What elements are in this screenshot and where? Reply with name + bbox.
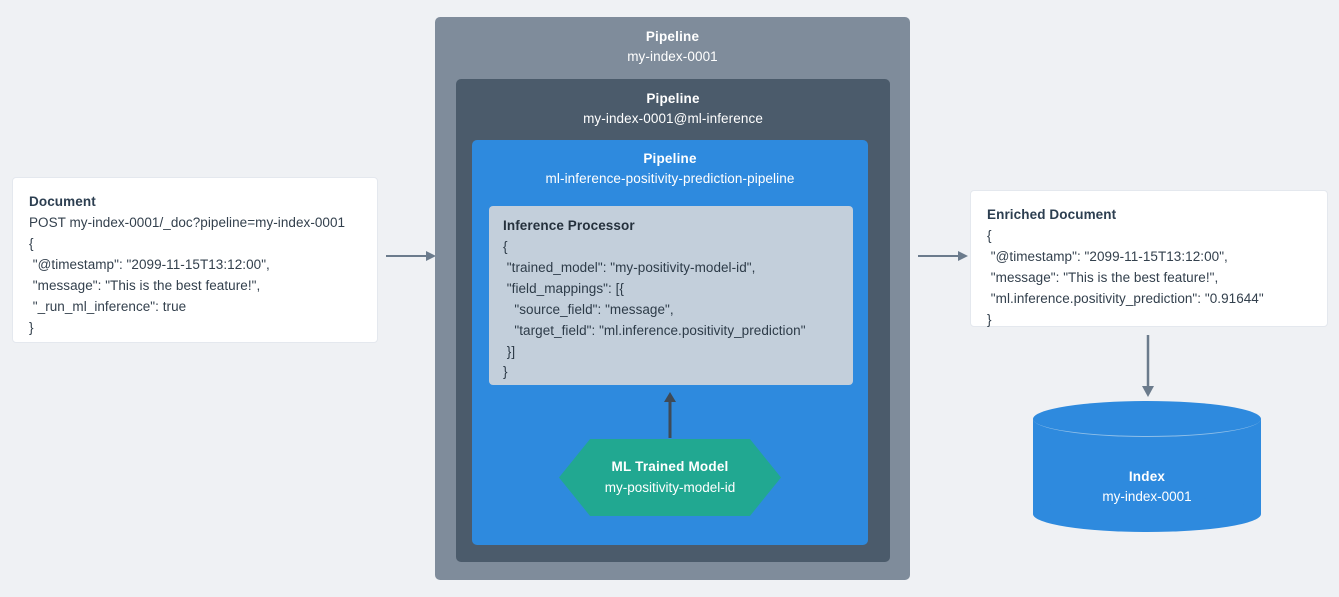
arrow-model-to-processor — [661, 392, 679, 438]
enriched-document-line-1: "@timestamp": "2099-11-15T13:12:00", — [987, 248, 1228, 264]
source-document-line-4: "_run_ml_inference": true — [29, 298, 187, 314]
inference-processor-line-1: "trained_model": "my-positivity-model-id… — [503, 259, 756, 275]
enriched-document-card: Enriched Document { "@timestamp": "2099-… — [970, 190, 1328, 327]
source-document-line-3: "message": "This is the best feature!", — [29, 277, 261, 293]
source-document-line-1: { — [29, 235, 34, 251]
enriched-document-title: Enriched Document — [987, 207, 1117, 222]
inference-processor-line-0: { — [503, 238, 508, 254]
source-document-title: Document — [29, 194, 96, 209]
index-name: my-index-0001 — [1102, 489, 1192, 505]
inference-processor-line-4: "target_field": "ml.inference.positivity… — [503, 322, 806, 338]
inference-processor-line-6: } — [503, 364, 508, 380]
inference-processor-title: Inference Processor — [503, 218, 635, 233]
enriched-document-line-2: "message": "This is the best feature!", — [987, 269, 1219, 285]
inference-processor-line-5: }] — [503, 343, 516, 359]
source-document-line-0: POST my-index-0001/_doc?pipeline=my-inde… — [29, 214, 346, 230]
enriched-document-line-0: { — [987, 227, 992, 243]
pipeline-outer-name: my-index-0001 — [627, 49, 718, 65]
arrow-right-icon — [918, 251, 968, 261]
ml-trained-model-name: my-positivity-model-id — [604, 479, 736, 495]
cylinder-top-ellipse — [1033, 401, 1261, 437]
pipeline-inner-label: Pipeline ml-inference-positivity-predict… — [472, 140, 868, 190]
pipeline-middle-label: Pipeline my-index-0001@ml-inference — [456, 79, 890, 130]
pipeline-inner-label-title: Pipeline — [643, 151, 697, 166]
arrow-down-icon — [1142, 335, 1154, 397]
arrow-pipeline-to-enriched-document — [918, 248, 968, 264]
ml-trained-model-title: ML Trained Model — [611, 459, 729, 475]
index-title: Index — [1128, 469, 1166, 484]
pipeline-inner-name: ml-inference-positivity-prediction-pipel… — [545, 171, 795, 187]
source-document-card: Document POST my-index-0001/_doc?pipelin… — [12, 177, 378, 343]
cylinder-bottom-ellipse — [1033, 496, 1261, 532]
arrow-document-to-pipeline — [386, 248, 436, 264]
enriched-document-line-4: } — [987, 311, 992, 327]
inference-processor-line-2: "field_mappings": [{ — [503, 280, 624, 296]
pipeline-outer-label: Pipeline my-index-0001 — [435, 17, 910, 68]
ml-trained-model-hexagon: ML Trained Model my-positivity-model-id — [559, 439, 781, 516]
source-document-line-2: "@timestamp": "2099-11-15T13:12:00", — [29, 256, 270, 272]
enriched-document-line-3: "ml.inference.positivity_prediction": "0… — [987, 290, 1264, 306]
inference-processor-panel: Inference Processor { "trained_model": "… — [489, 206, 853, 385]
pipeline-outer-label-title: Pipeline — [645, 29, 700, 44]
index-cylinder: Index my-index-0001 — [1033, 401, 1261, 532]
pipeline-middle-label-title: Pipeline — [646, 91, 700, 106]
arrow-enriched-document-to-index — [1139, 335, 1157, 397]
source-document-line-5: } — [29, 319, 34, 335]
index-label: Index my-index-0001 — [1033, 467, 1261, 508]
pipeline-middle-name: my-index-0001@ml-inference — [583, 111, 763, 127]
arrow-up-icon — [664, 392, 676, 438]
inference-processor-line-3: "source_field": "message", — [503, 301, 674, 317]
arrow-right-icon — [386, 251, 436, 261]
